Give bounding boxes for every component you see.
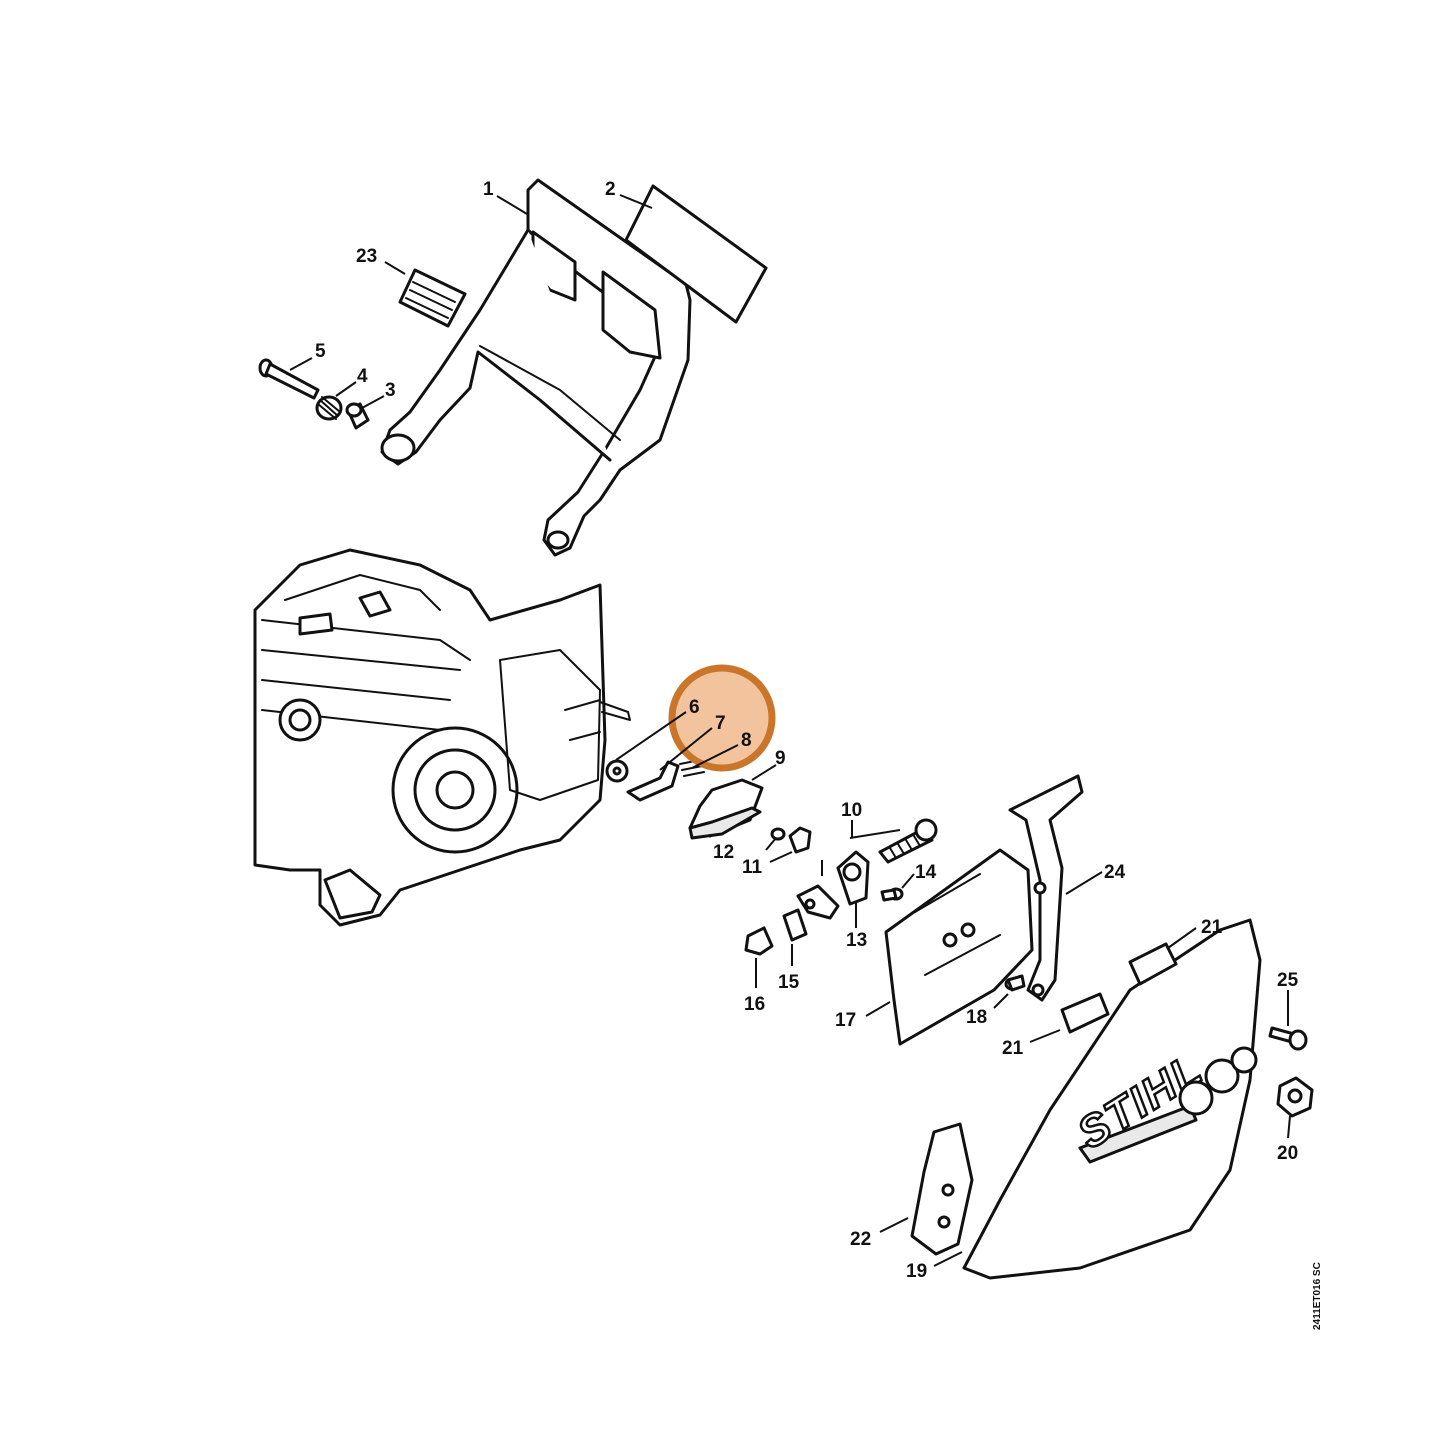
- callout-22: 22: [850, 1229, 871, 1250]
- pad[interactable]: [398, 268, 467, 328]
- callout-14: 14: [915, 862, 937, 883]
- callout-21-upper: 21: [1201, 917, 1223, 938]
- chain-catcher[interactable]: [1008, 774, 1084, 1002]
- callout-16: 16: [744, 994, 765, 1015]
- callout-17: 17: [835, 1010, 856, 1031]
- callout-18: 18: [966, 1007, 987, 1028]
- callout-21-lower: 21: [1002, 1038, 1024, 1059]
- screw[interactable]: [1268, 1026, 1308, 1051]
- callout-19: 19: [906, 1261, 927, 1282]
- callout-20: 20: [1277, 1143, 1298, 1164]
- callout-24: 24: [1104, 862, 1126, 883]
- callout-9: 9: [775, 748, 786, 769]
- tensioner-clip[interactable]: [782, 908, 808, 942]
- tensioner-screw[interactable]: [880, 887, 904, 902]
- tensioner-slide[interactable]: [796, 884, 840, 920]
- hand-guard-bolt[interactable]: [258, 358, 320, 400]
- callout-5: 5: [315, 341, 326, 362]
- chain-tensioner[interactable]: [836, 818, 938, 906]
- callout-8: 8: [741, 730, 752, 751]
- spur-gear[interactable]: [788, 826, 812, 854]
- bell-crank[interactable]: [688, 778, 764, 840]
- callout-7: 7: [715, 713, 726, 734]
- engine-housing: [253, 548, 631, 927]
- cover-nut-upper[interactable]: [1128, 942, 1178, 986]
- highlight-ring: [668, 664, 776, 772]
- spring[interactable]: [315, 395, 343, 421]
- callout-2: 2: [605, 179, 616, 200]
- hand-guard[interactable]: [380, 178, 692, 557]
- brake-lever[interactable]: [626, 760, 680, 802]
- warning-label[interactable]: [624, 184, 768, 324]
- cap[interactable]: [744, 926, 774, 956]
- plate-screw[interactable]: [1004, 974, 1026, 992]
- leader-lines: [289, 194, 1291, 1267]
- callout-13: 13: [846, 930, 867, 951]
- callout-23: 23: [356, 246, 377, 267]
- callout-11: 11: [742, 857, 763, 878]
- callout-6: 6: [689, 697, 700, 718]
- callout-25: 25: [1277, 970, 1299, 991]
- sleeve[interactable]: [345, 402, 370, 430]
- sprocket-cover[interactable]: STIHL: [962, 918, 1262, 1280]
- drawing-code: 2411ET016 SC: [1312, 1262, 1323, 1330]
- callout-10: 10: [841, 800, 862, 821]
- collar-nut[interactable]: [1276, 1076, 1314, 1118]
- callout-4: 4: [357, 366, 368, 387]
- callout-1: 1: [483, 179, 494, 200]
- washer[interactable]: [605, 759, 629, 783]
- callout-12: 12: [713, 842, 734, 863]
- chain-guide[interactable]: [910, 1122, 974, 1256]
- cover-nut-lower[interactable]: [1060, 992, 1110, 1034]
- callouts: 1 2 23 5 4 3 6 7 8 9 10 12 11 14 13 24 2…: [315, 179, 1299, 1282]
- o-ring[interactable]: [770, 827, 786, 841]
- callout-15: 15: [778, 972, 800, 993]
- callout-3: 3: [385, 380, 396, 401]
- side-plate[interactable]: [884, 848, 1034, 1046]
